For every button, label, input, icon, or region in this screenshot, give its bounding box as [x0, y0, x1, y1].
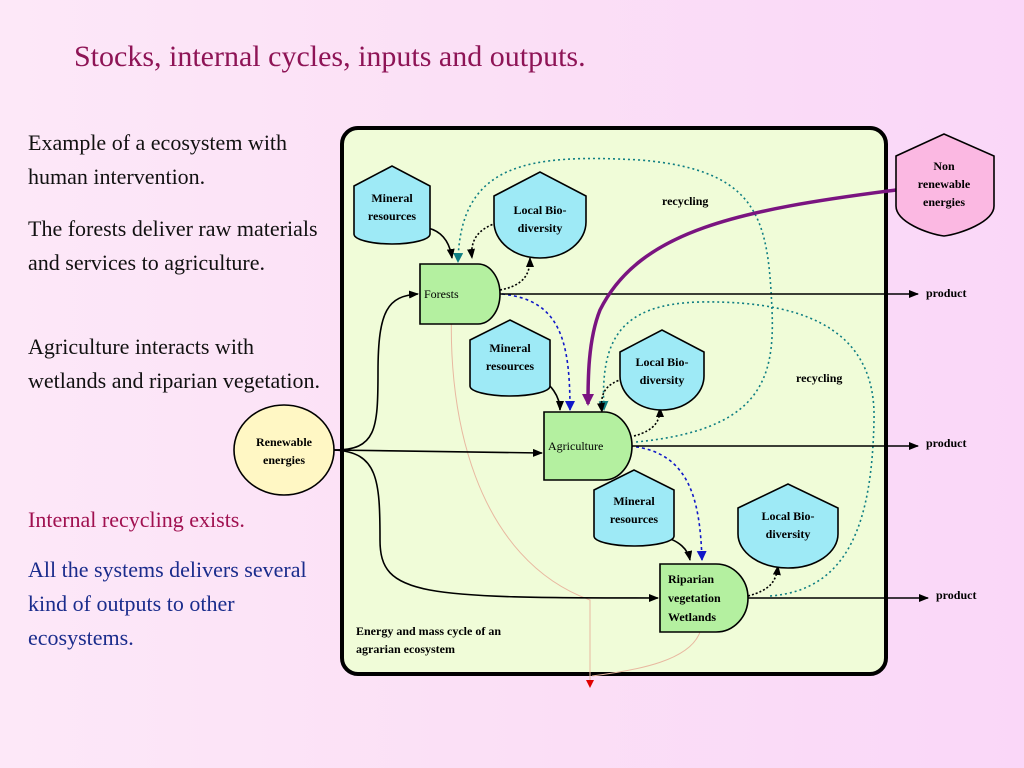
riparian-label-line1: Riparian: [668, 572, 714, 586]
paragraph-outputs: All the systems delivers several kind of…: [28, 557, 307, 650]
link-forests-biodiversity: [499, 257, 534, 291]
recycling-loop-forests: [453, 157, 774, 443]
biodiversity-label-line2: diversity: [640, 373, 685, 387]
diagram-caption-line2: agrarian ecosystem: [356, 642, 455, 656]
link-mineral-forests: [427, 227, 455, 259]
dependency-forests-agriculture: [501, 293, 575, 411]
riparian-label-line3: Wetlands: [668, 610, 716, 624]
biodiversity-label-line1: Local Bio-: [636, 355, 689, 369]
renewable-energies-source: Renewable energies: [233, 404, 335, 496]
recycling-label: recycling: [796, 371, 842, 385]
local-biodiversity-forests: Local Bio- diversity: [493, 171, 587, 259]
dissipation-line: [450, 271, 591, 680]
renewable-label-line2: energies: [263, 453, 305, 467]
paragraph-agriculture: Agriculture interacts with wetlands and …: [28, 334, 321, 393]
product-label: product: [926, 436, 966, 450]
diagram-caption-line1: Energy and mass cycle of an: [356, 624, 501, 638]
non-renewable-label-line1: Non: [933, 159, 955, 173]
mineral-resources-forests: Mineral resources: [353, 165, 431, 245]
biodiversity-label-line2: diversity: [518, 221, 563, 235]
stock-riparian-wetlands: Riparian vegetation Wetlands: [659, 563, 749, 633]
paragraph-example: Example of a ecosystem with human interv…: [28, 130, 288, 189]
non-renewable-label-line2: renewable: [918, 177, 971, 191]
input-non-renewable-agriculture: [582, 188, 897, 406]
product-label: product: [926, 286, 966, 300]
input-renewable-forests: [333, 290, 419, 451]
local-biodiversity-agriculture: Local Bio- diversity: [619, 329, 705, 411]
link-agriculture-biodiversity: [633, 407, 664, 437]
mineral-label-line1: Mineral: [489, 341, 531, 355]
paragraph-forests: The forests deliver raw materials and se…: [28, 216, 318, 275]
non-renewable-energies-source: Non renewable energies: [895, 133, 995, 237]
biodiversity-label-line1: Local Bio-: [762, 509, 815, 523]
recycling-label: recycling: [662, 194, 708, 208]
biodiversity-label-line2: diversity: [766, 527, 811, 541]
input-renewable-riparian: [333, 449, 659, 602]
non-renewable-label-line3: energies: [923, 195, 965, 209]
mineral-label-line1: Mineral: [371, 191, 413, 205]
local-biodiversity-riparian: Local Bio- diversity: [737, 483, 839, 569]
mineral-resources-riparian: Mineral resources: [593, 469, 675, 547]
slide-title: Stocks, internal cycles, inputs and outp…: [74, 40, 586, 73]
link-riparian-biodiversity: [747, 565, 781, 597]
product-label: product: [936, 588, 976, 602]
input-renewable-agriculture: [333, 448, 543, 457]
dissipation-line: [591, 631, 701, 677]
renewable-label-line1: Renewable: [256, 435, 313, 449]
stock-agriculture: Agriculture: [543, 411, 633, 481]
mineral-label-line2: resources: [368, 209, 417, 223]
dependency-agriculture-riparian: [629, 445, 707, 561]
agriculture-label: Agriculture: [548, 439, 603, 453]
biodiversity-label-line1: Local Bio-: [514, 203, 567, 217]
forests-label: Forests: [424, 287, 459, 301]
dissipation-arrow: [586, 680, 594, 688]
mineral-label-line2: resources: [610, 512, 659, 526]
stock-forests: Forests: [419, 263, 501, 325]
paragraph-recycling: Internal recycling exists.: [28, 507, 245, 532]
mineral-resources-agriculture: Mineral resources: [469, 319, 551, 397]
riparian-label-line2: vegetation: [668, 591, 721, 605]
mineral-label-line1: Mineral: [613, 494, 655, 508]
mineral-label-line2: resources: [486, 359, 535, 373]
